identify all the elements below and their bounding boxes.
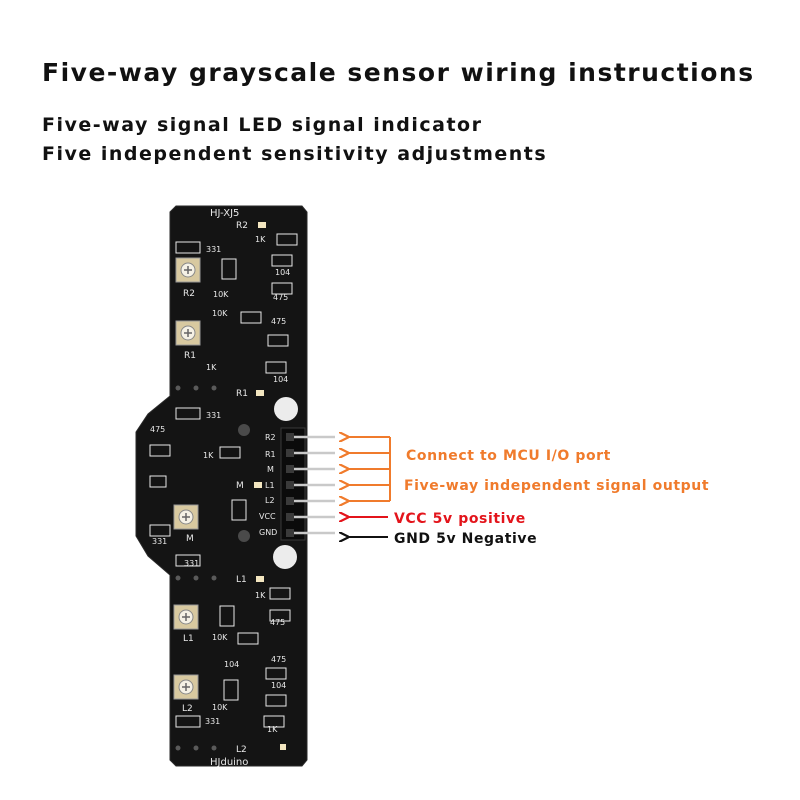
vcc-label: VCC 5v positive [394, 511, 526, 527]
signal-bracket [348, 437, 391, 501]
resistor-code: 475 [150, 425, 165, 434]
header-pins [290, 435, 335, 535]
indicator-leds [254, 222, 286, 750]
resistor-code: 1K [206, 363, 217, 372]
pot-label-r2: R2 [183, 289, 195, 299]
led-label-r2: R2 [236, 221, 248, 231]
led-label-m: M [236, 481, 244, 491]
potentiometer-l1 [173, 604, 199, 630]
pin-label-l2: L2 [265, 496, 275, 505]
mcu-port-label: Connect to MCU I/O port [406, 448, 611, 464]
led-label-r1: R1 [236, 389, 248, 399]
mounting-hole [238, 424, 250, 436]
resistor-code: 1K [255, 591, 266, 600]
mounting-hole [238, 530, 250, 542]
resistor-code: 10K [212, 703, 228, 712]
resistor-code: 104 [271, 681, 286, 690]
ir-sensor-bottom [273, 545, 297, 569]
pot-label-m: M [186, 534, 194, 544]
resistor-code: 475 [271, 655, 286, 664]
pot-label-r1: R1 [184, 351, 196, 361]
resistor-code: 331 [184, 559, 199, 568]
smd-components [149, 233, 298, 728]
led-label-l1: L1 [236, 575, 247, 585]
potentiometer-r2 [175, 257, 201, 283]
gnd-label: GND 5v Negative [394, 531, 537, 547]
potentiometer-l2 [173, 674, 199, 700]
board-brand: HJduino [210, 757, 248, 768]
resistor-code: 104 [275, 268, 290, 277]
led-label-l2: L2 [236, 745, 247, 755]
via-dots [175, 385, 217, 751]
pin-label-vcc: VCC [259, 512, 276, 521]
pin-label-r2: R2 [265, 433, 276, 442]
resistor-code: 475 [270, 618, 285, 627]
resistor-code: 475 [271, 317, 286, 326]
resistor-code: 10K [212, 633, 228, 642]
pin-label-l1: L1 [265, 481, 275, 490]
pot-label-l1: L1 [183, 634, 194, 644]
page-title: Five-way grayscale sensor wiring instruc… [42, 58, 755, 87]
resistor-code: 331 [206, 411, 221, 420]
resistor-code: 1K [255, 235, 266, 244]
resistor-code: 10K [212, 309, 228, 318]
pin-label-r1: R1 [265, 450, 276, 459]
resistor-code: 10K [213, 290, 229, 299]
resistor-code: 331 [205, 717, 220, 726]
resistor-code: 104 [273, 375, 288, 384]
resistor-code: 331 [206, 245, 221, 254]
signal-output-label: Five-way independent signal output [404, 478, 709, 494]
resistor-code: 1K [203, 451, 214, 460]
feature-sensitivity: Five independent sensitivity adjustments [42, 143, 548, 165]
ir-sensor-top [274, 397, 298, 421]
pot-label-l2: L2 [182, 704, 193, 714]
header-pin-pads [286, 433, 294, 537]
resistor-code: 1K [267, 725, 278, 734]
resistor-labels: 331 1K 10K 104 475 10K 475 1K 104 331 47… [150, 235, 290, 734]
feature-led-indicator: Five-way signal LED signal indicator [42, 114, 483, 136]
pin-label-gnd: GND [259, 528, 277, 537]
board-model: HJ-XJ5 [210, 208, 239, 219]
pin-label-m: M [267, 465, 274, 474]
resistor-code: 331 [152, 537, 167, 546]
potentiometer-m [173, 504, 199, 530]
potentiometer-r1 [175, 320, 201, 346]
resistor-code: 104 [224, 660, 239, 669]
resistor-code: 475 [273, 293, 288, 302]
